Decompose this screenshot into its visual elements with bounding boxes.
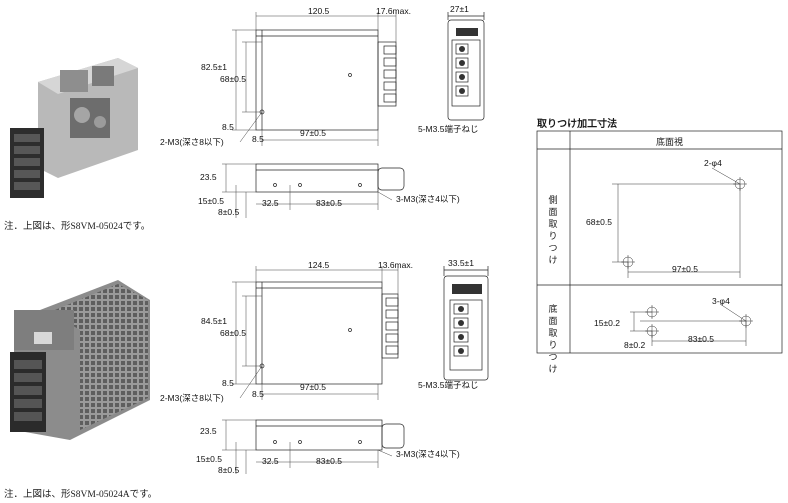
side-h-label: 97±0.5 (672, 264, 698, 274)
mounting-bottom-drawing (630, 303, 753, 346)
dim-offset-v-1: 8.5 (222, 122, 234, 132)
dim-offset-v-2: 8.5 (222, 378, 234, 388)
note-1: 注．上図は、形S8VM-05024です。 (4, 222, 151, 232)
dim-bottom-v2-1: 8±0.5 (218, 207, 240, 217)
screw-note-2: 2-M3(深さ8以下) (160, 393, 224, 403)
side-holes-label: 2-φ4 (704, 158, 722, 168)
mount-title: 取りつけ加工寸法 (537, 119, 618, 130)
dim-bottom-h2-2: 83±0.5 (316, 456, 342, 466)
front-view-2 (255, 281, 399, 385)
bottom-mount-label: 底面取りつけ (548, 304, 558, 374)
dimension-lines-bottom-2 (222, 419, 393, 474)
dimension-lines-2 (232, 266, 399, 400)
bottom-v2-label: 8±0.2 (624, 340, 646, 350)
dim-height-2: 84.5±1 (201, 316, 227, 326)
bottom-v1-label: 15±0.2 (594, 318, 620, 328)
bottom-screw-note-1: 3-M3(深さ4以下) (396, 194, 460, 204)
front-view-1 (255, 29, 397, 131)
bottom-view-2 (255, 419, 405, 451)
dim-bottom-h2-1: 83±0.5 (316, 198, 342, 208)
product-photo-1 (10, 58, 138, 198)
bottom-h-label: 83±0.5 (688, 334, 714, 344)
dim-bottom-h-1: 23.5 (200, 172, 217, 182)
side-mount-label: 側面取りつけ (548, 195, 558, 265)
dim-mount-h-2: 97±0.5 (300, 382, 326, 392)
note-2: 注．上図は、形S8VM-05024Aです。 (4, 490, 158, 500)
mounting-side-drawing (612, 167, 747, 278)
terminal-note-1: 5-M3.5端子ねじ (418, 124, 479, 134)
dim-mount-h-1: 97±0.5 (300, 128, 326, 138)
mounting-table (536, 130, 783, 354)
dim-bottom-v1-1: 15±0.5 (198, 196, 224, 206)
dim-width-1: 120.5 (308, 6, 330, 16)
dim-bottom-h1-1: 32.5 (262, 198, 279, 208)
dim-mount-v-2: 68±0.5 (220, 328, 246, 338)
dim-width-2: 124.5 (308, 260, 330, 270)
terminal-screws-1 (456, 28, 478, 94)
terminal-screws-2 (452, 284, 482, 354)
dim-offset-h-1: 8.5 (252, 134, 264, 144)
side-v-label: 68±0.5 (586, 217, 612, 227)
bottom-screw-note-2: 3-M3(深さ4以下) (396, 449, 460, 459)
dim-side-width-2: 33.5±1 (448, 258, 474, 268)
dim-height-1: 82.5±1 (201, 62, 227, 72)
dim-bottom-v1-2: 15±0.5 (196, 454, 222, 464)
product-photo-2 (10, 280, 150, 440)
dim-depth-1: 17.6max. (376, 6, 411, 16)
dim-side-width-1: 27±1 (450, 4, 469, 14)
bottom-holes-label: 3-φ4 (712, 296, 730, 306)
dim-mount-v-1: 68±0.5 (220, 74, 246, 84)
side-view-2 (443, 266, 489, 381)
dimension-lines-bottom-1 (222, 163, 393, 218)
dimension-lines-1 (232, 12, 397, 146)
screw-note-1: 2-M3(深さ8以下) (160, 137, 224, 147)
terminal-note-2: 5-M3.5端子ねじ (418, 380, 479, 390)
dim-depth-2: 13.6max. (378, 260, 413, 270)
dim-bottom-h-2: 23.5 (200, 426, 217, 436)
side-view-1 (447, 12, 485, 121)
mount-header: 底面視 (656, 137, 684, 147)
dim-offset-h-2: 8.5 (252, 389, 264, 399)
dim-bottom-h1-2: 32.5 (262, 456, 279, 466)
bottom-view-1 (255, 163, 405, 193)
dim-bottom-v2-2: 8±0.5 (218, 465, 240, 475)
